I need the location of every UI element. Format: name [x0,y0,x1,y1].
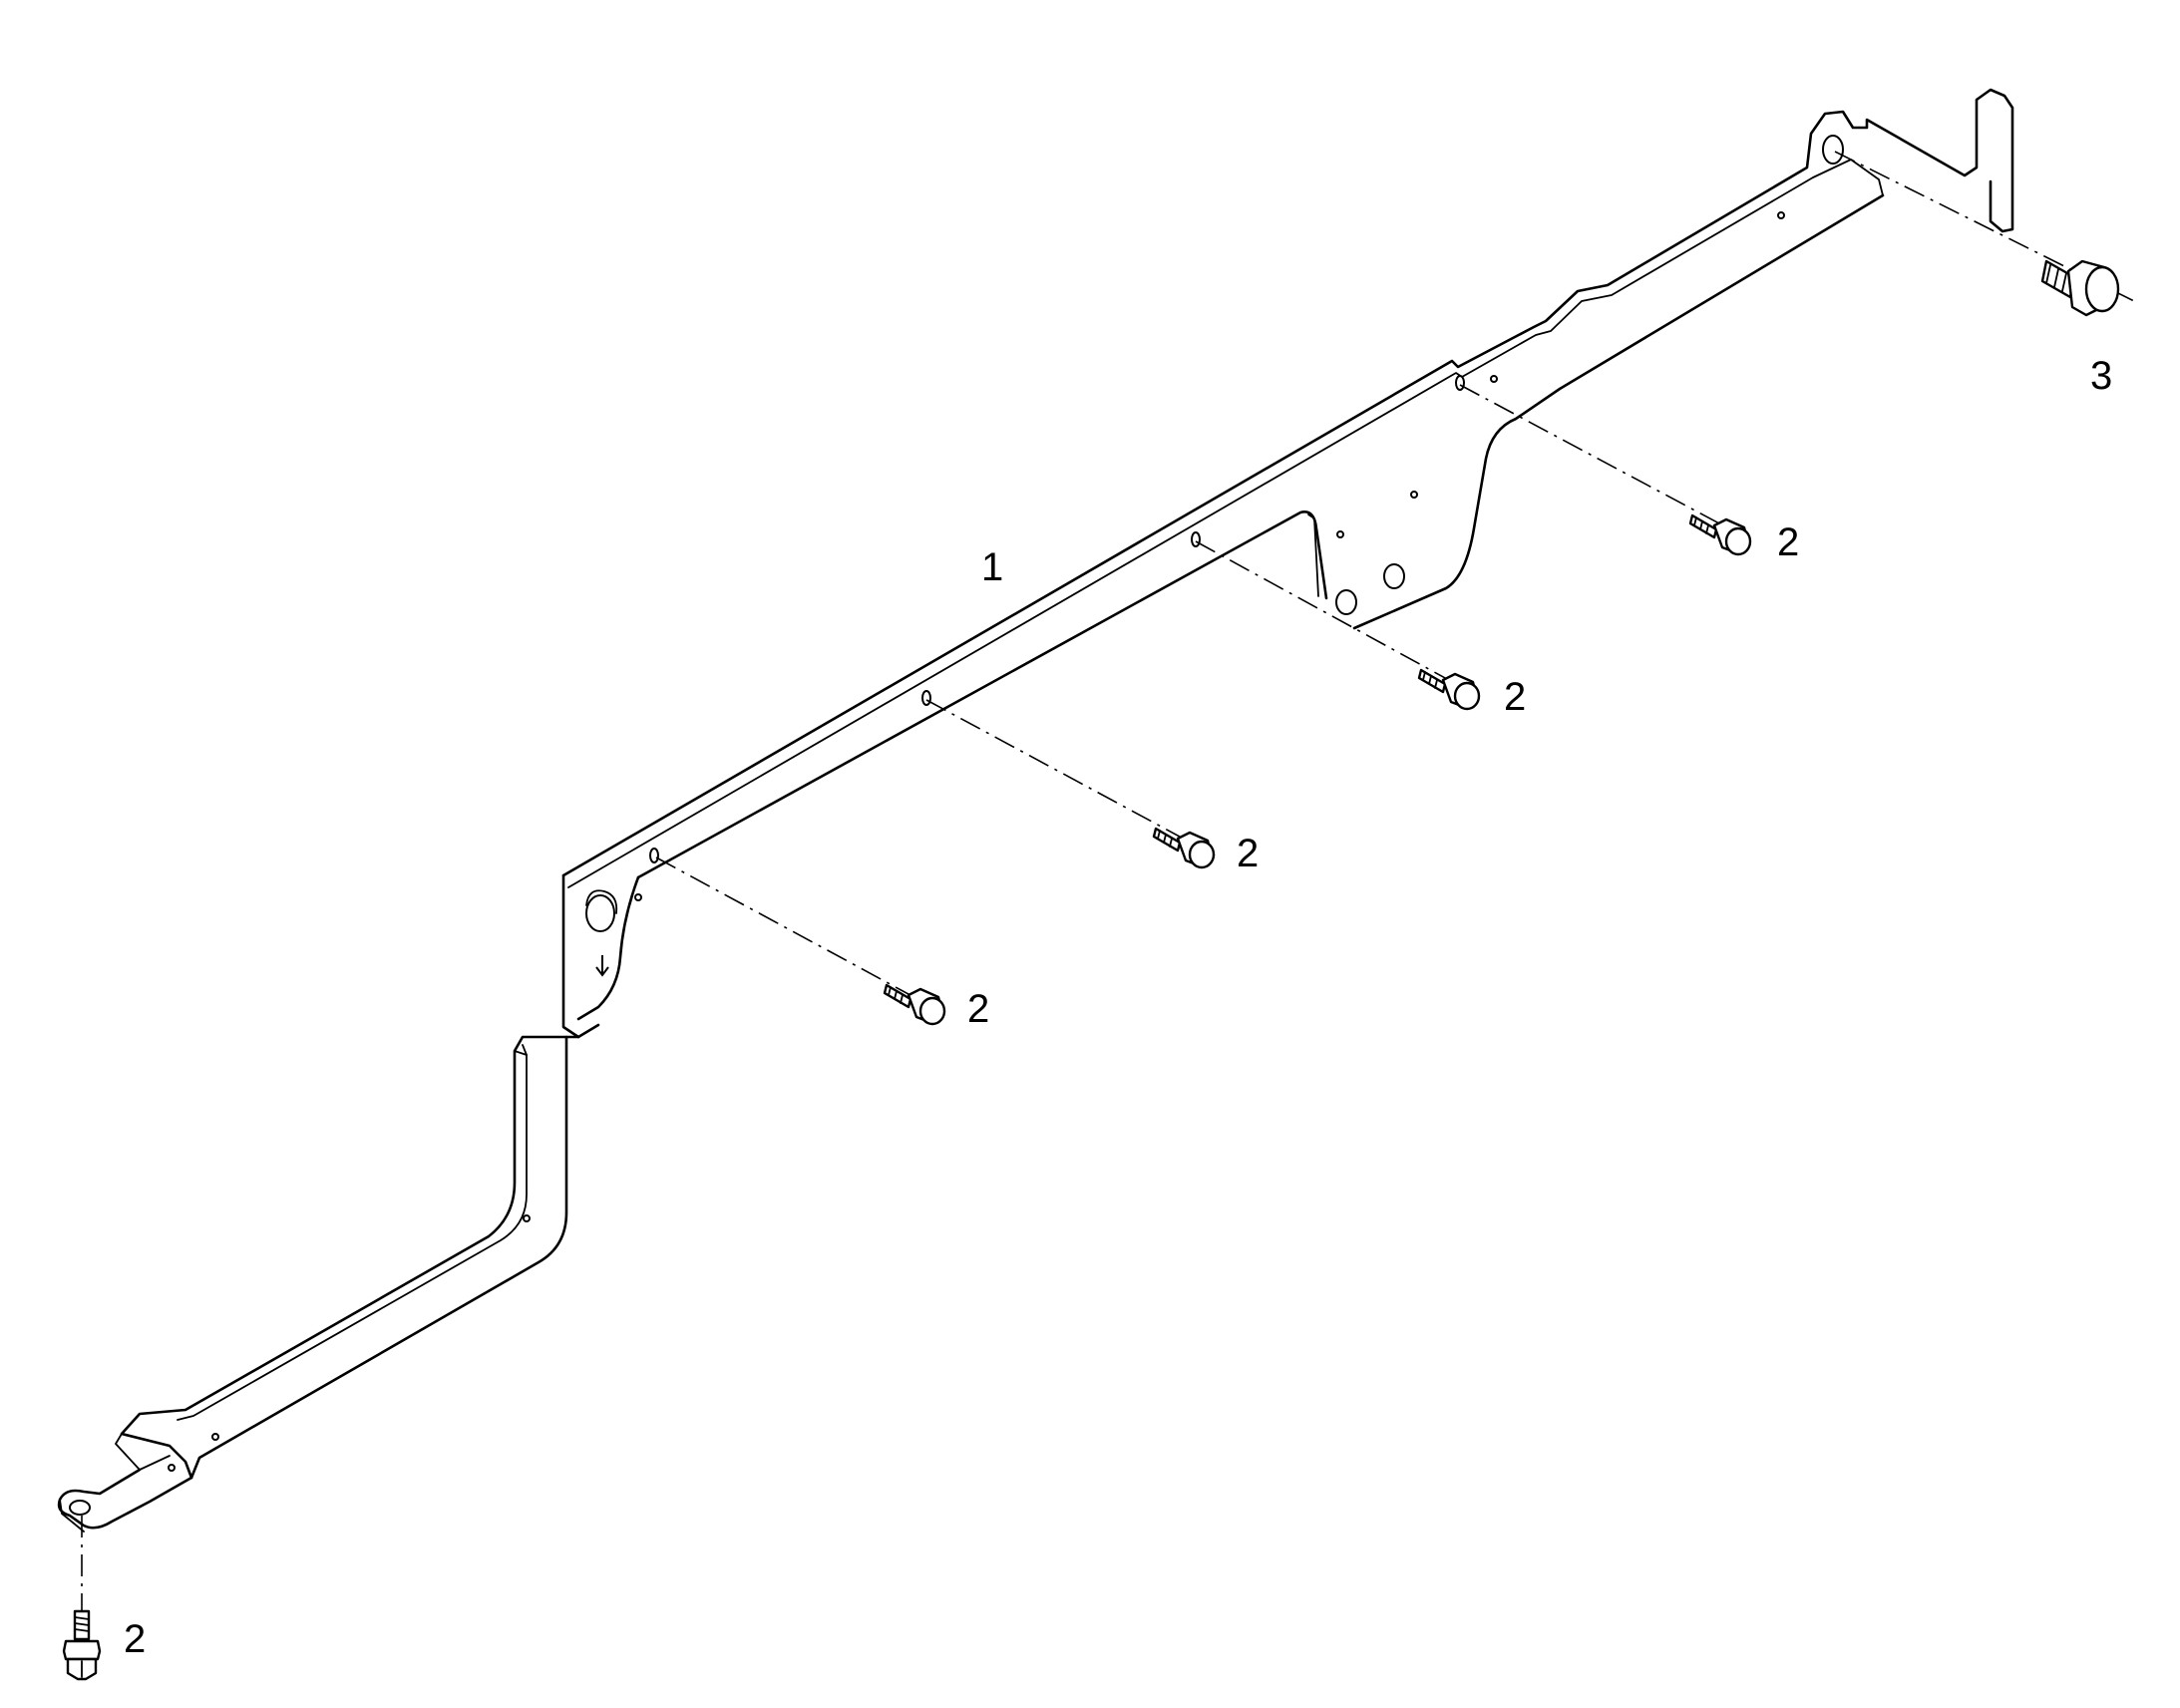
callout-part-1: 1 [981,545,1003,589]
callout-labels: 1 2 2 2 2 2 3 [124,354,2112,1661]
hex-flange-bolt-icon [62,1609,102,1681]
hex-flange-bolt-icon [1417,668,1481,711]
callout-part-2-b: 2 [1237,832,1259,875]
hex-plug-icon [2040,259,2120,317]
hex-flange-bolt-icon [1688,513,1752,556]
bolt-group [62,513,1752,1681]
hex-flange-bolt-icon [883,983,946,1026]
callout-part-2-e: 2 [124,1617,146,1661]
callout-part-2-c: 2 [1504,675,1526,719]
mounting-bracket [57,88,2014,1533]
assembly-axes [81,151,2135,1633]
callout-part-2-d: 2 [1777,520,1799,564]
hex-flange-bolt-icon [1152,827,1216,869]
callout-part-3: 3 [2090,354,2112,398]
callout-part-2-a: 2 [967,987,989,1031]
